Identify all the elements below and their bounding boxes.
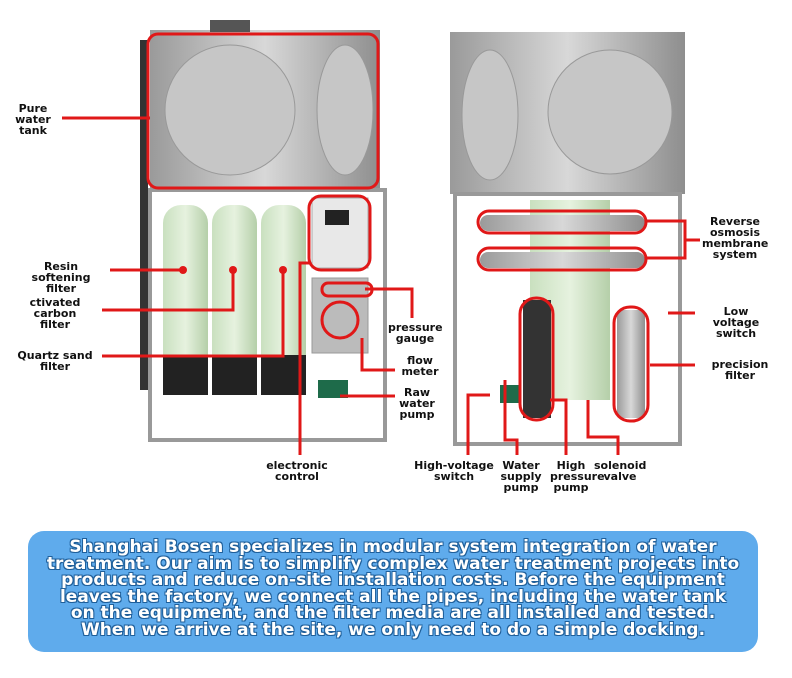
label-water-supply-pump: Water supply pump: [500, 459, 542, 494]
label-solenoid-valve: solenoid valve: [594, 459, 647, 483]
description-text: Shanghai Bosen specializes in modular sy…: [46, 537, 740, 640]
label-resin-softening-filter: Resin softening filter: [31, 260, 91, 295]
label-low-voltage-switch: Low voltage switch: [712, 305, 760, 340]
right-unit: [450, 32, 685, 446]
label-pure-water-tank: Pure water tank: [15, 102, 51, 137]
label-raw-water-pump: Raw water pump: [399, 386, 435, 421]
label-activated-carbon-filter: ctivated carbon filter: [29, 296, 81, 331]
label-quartz-sand-filter: Quartz sand filter: [17, 349, 93, 373]
label-precision-filter: precision filter: [711, 358, 769, 382]
callout-lines: [62, 32, 700, 455]
label-pressure-gauge: pressure gauge: [388, 321, 443, 345]
label-electronic-control: electronic control: [266, 459, 328, 483]
description-banner: Shanghai Bosen specializes in modular sy…: [28, 531, 758, 652]
label-flow-meter: flow meter: [401, 354, 439, 378]
label-high-voltage-switch: High-voltage switch: [414, 459, 494, 483]
left-unit: [140, 20, 387, 442]
label-high-pressure-pump: High pressure pump: [550, 459, 605, 494]
label-reverse-osmosis-membrane-system: Reverse osmosis membrane system: [702, 215, 769, 261]
